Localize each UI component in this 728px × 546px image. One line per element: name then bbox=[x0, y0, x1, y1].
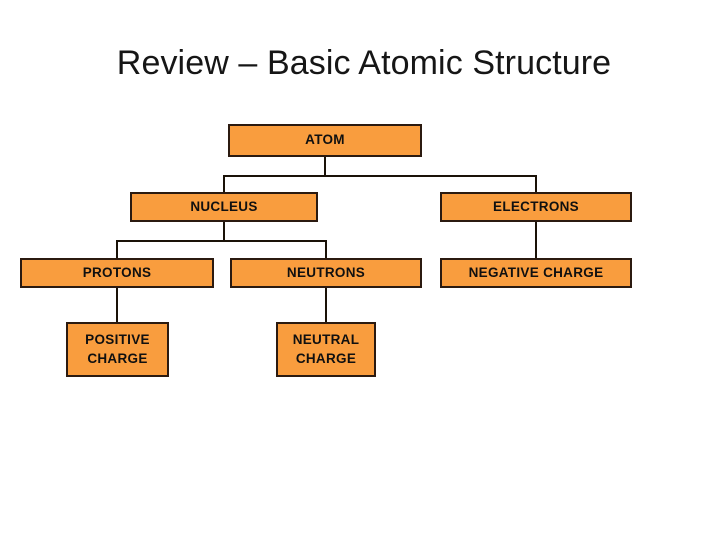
page-title: Review – Basic Atomic Structure bbox=[116, 44, 612, 82]
connector-atom-to-electrons bbox=[535, 175, 537, 194]
connector-nucleus-bus bbox=[116, 240, 327, 242]
node-protons[interactable]: PROTONS bbox=[20, 258, 214, 288]
node-nucleus-label: NUCLEUS bbox=[190, 198, 258, 214]
connector-protons-to-positive-charge bbox=[116, 288, 118, 324]
connector-nucleus-to-neutrons bbox=[325, 240, 327, 260]
node-neutral-charge[interactable]: NEUTRAL CHARGE bbox=[276, 322, 376, 377]
connector-electrons-to-negative-charge bbox=[535, 222, 537, 260]
node-neutrons[interactable]: NEUTRONS bbox=[230, 258, 422, 288]
node-nucleus[interactable]: NUCLEUS bbox=[130, 192, 318, 222]
node-neutral-charge-label: NEUTRAL CHARGE bbox=[292, 332, 360, 366]
connector-nucleus-to-protons bbox=[116, 240, 118, 260]
node-positive-charge[interactable]: POSITIVE CHARGE bbox=[66, 322, 169, 377]
node-negative-charge[interactable]: NEGATIVE CHARGE bbox=[440, 258, 632, 288]
connector-nucleus-stem bbox=[223, 222, 225, 242]
node-neutrons-label: NEUTRONS bbox=[286, 264, 366, 280]
connector-atom-to-nucleus bbox=[223, 175, 225, 194]
node-protons-label: PROTONS bbox=[82, 264, 152, 280]
node-atom[interactable]: ATOM bbox=[228, 124, 422, 157]
node-positive-charge-label: POSITIVE CHARGE bbox=[85, 332, 150, 366]
node-negative-charge-label: NEGATIVE CHARGE bbox=[468, 264, 604, 280]
node-electrons-label: ELECTRONS bbox=[493, 198, 579, 214]
node-atom-label: ATOM bbox=[305, 132, 345, 148]
node-electrons[interactable]: ELECTRONS bbox=[440, 192, 632, 222]
connector-atom-stem bbox=[324, 157, 326, 177]
connector-neutrons-to-neutral-charge bbox=[325, 288, 327, 324]
connector-atom-bus bbox=[223, 175, 537, 177]
